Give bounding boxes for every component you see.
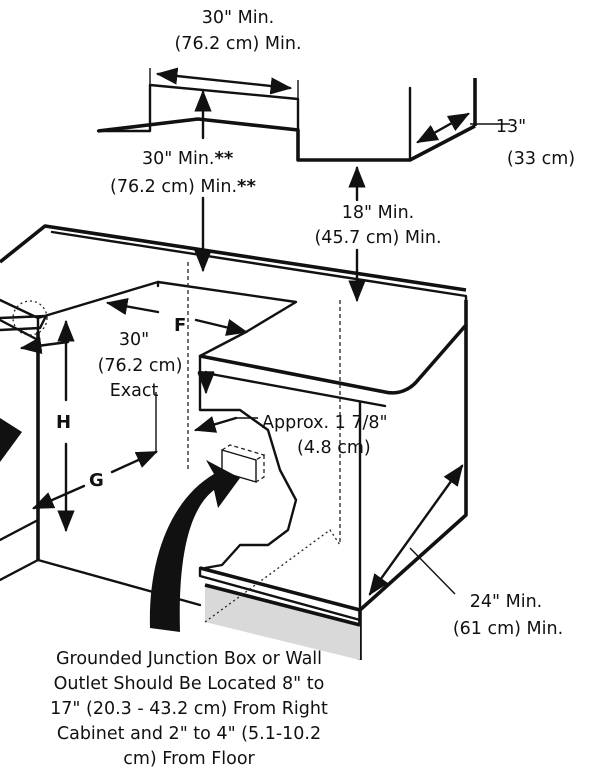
upper-clearance-label-1: 18" Min. — [342, 203, 415, 223]
cutout-width-label-1: 30" — [119, 330, 149, 350]
approx-leader — [193, 416, 258, 433]
junction-note-line-4: Cabinet and 2" to 4" (5.1-10.2 — [57, 724, 321, 744]
wall-cutaway — [187, 262, 341, 623]
upper-clearance-label-2: (45.7 cm) Min. — [314, 228, 441, 248]
letter-g: G — [89, 470, 104, 491]
counter-depth-dimension — [368, 464, 464, 596]
top-width-label-1: 30" Min. — [202, 8, 275, 28]
counter-depth-label-1: 24" Min. — [470, 592, 543, 612]
junction-pointer-arrow — [149, 460, 240, 632]
cutout-width-label-3: Exact — [110, 381, 159, 401]
junction-note-line-1: Grounded Junction Box or Wall — [56, 649, 322, 669]
approx-label-2: (4.8 cm) — [297, 438, 371, 458]
hood-clearance-label-2: (76.2 cm) Min.** — [110, 176, 256, 197]
detail-circle — [12, 300, 48, 336]
cutout-width-label-2: (76.2 cm) — [98, 356, 183, 376]
top-width-label-2: (76.2 cm) Min. — [174, 34, 301, 54]
letter-h: H — [56, 412, 71, 433]
hood-clearance-label-1: 30" Min.** — [142, 148, 234, 169]
letter-f: F — [174, 315, 186, 336]
cabinet-depth-label-2: (33 cm) — [507, 149, 575, 169]
floor-shade — [205, 585, 360, 660]
cabinet-depth-dimension — [416, 112, 510, 144]
upper-cabinets — [96, 78, 477, 162]
junction-note-line-3: 17" (20.3 - 43.2 cm) From Right — [50, 699, 328, 719]
f-dimension — [105, 297, 249, 336]
junction-box-icon — [221, 444, 266, 483]
cutout-width-dimension — [19, 336, 215, 395]
junction-note-line-5: cm) From Floor — [123, 749, 255, 769]
counter-depth-label-2: (61 cm) Min. — [453, 619, 563, 639]
junction-note-line-2: Outlet Should Be Located 8" to — [54, 674, 325, 694]
top-width-dimension — [149, 67, 299, 98]
junction-note: Grounded Junction Box or Wall Outlet Sho… — [50, 649, 328, 769]
cabinet-depth-label-1: 13" — [496, 117, 526, 137]
left-pointer-arrow — [0, 418, 22, 462]
g-dimension — [32, 392, 158, 510]
approx-label-1: Approx. 1 7/8" — [262, 413, 388, 433]
countertop — [0, 224, 468, 408]
